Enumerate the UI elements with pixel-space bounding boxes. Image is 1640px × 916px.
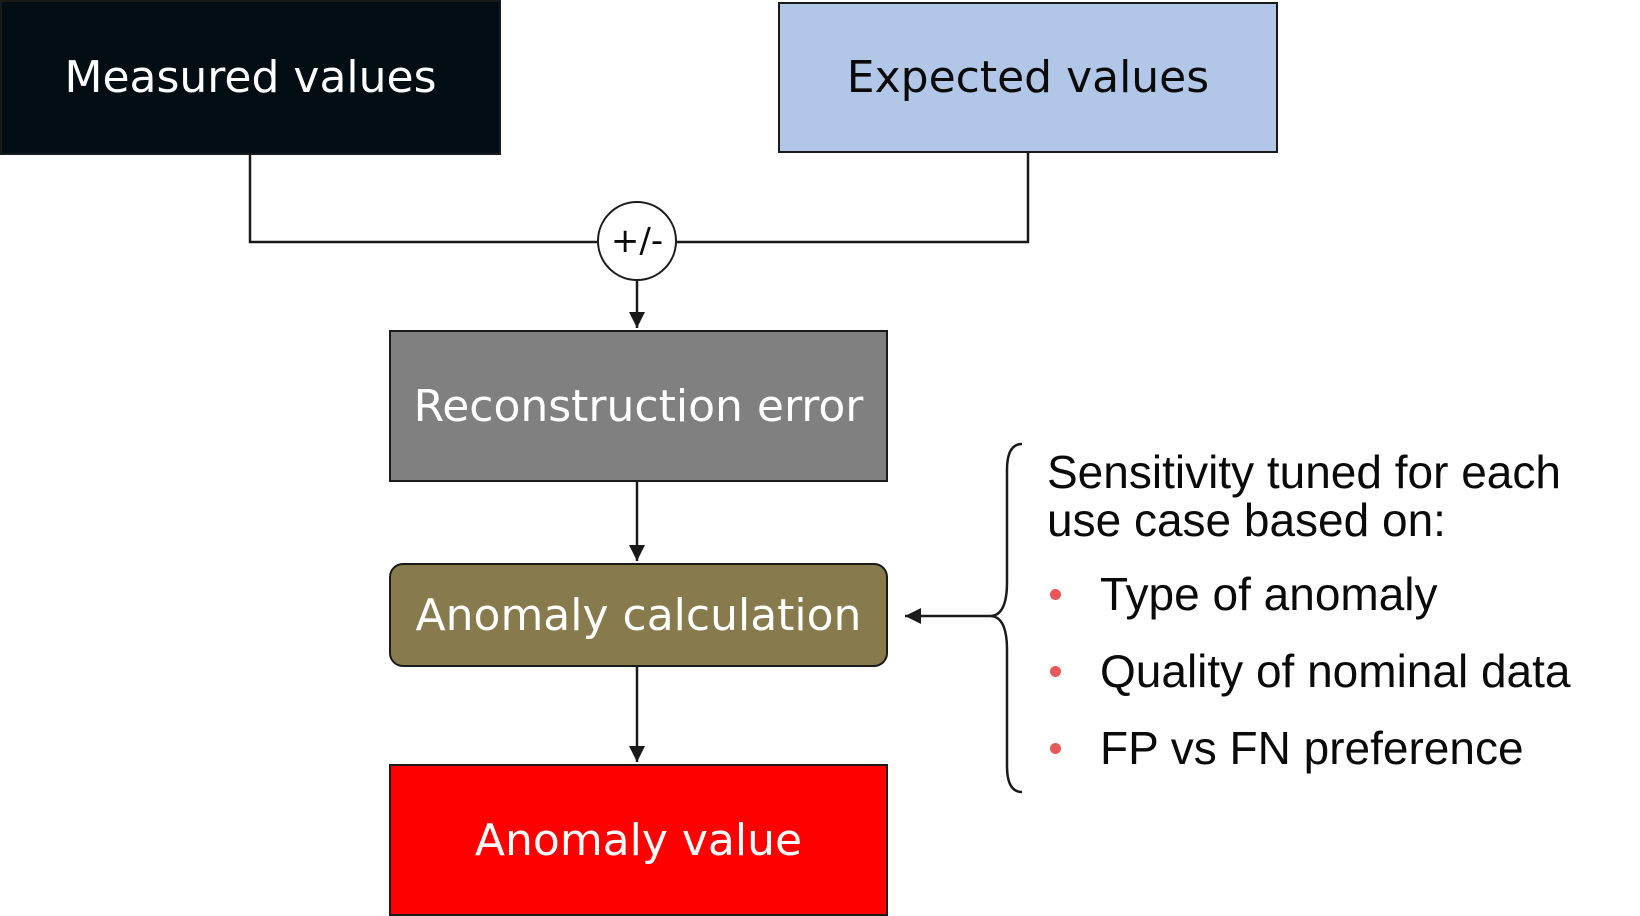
measured-values-label: Measured values [64,52,437,103]
sensitivity-factor-item: FP vs FN preference [1047,710,1637,787]
bullet-dot-icon [1050,666,1061,677]
sensitivity-factor-list: Type of anomaly Quality of nominal data … [1047,556,1637,787]
bullet-dot-icon [1050,743,1061,754]
anomaly-calculation-label: Anomaly calculation [415,589,862,641]
reconstruction-error-label: Reconstruction error [413,380,864,432]
anomaly-value-label: Anomaly value [474,814,803,866]
sensitivity-factor-item: Quality of nominal data [1047,633,1637,710]
sensitivity-factor-item: Type of anomaly [1047,556,1637,633]
sensitivity-factor-label: Type of anomaly [1100,568,1438,620]
sensitivity-factor-label: Quality of nominal data [1100,645,1571,697]
sensitivity-note-heading: Sensitivity tuned for each use case base… [1047,446,1561,546]
expected-values-box: Expected values [778,2,1278,153]
anomaly-value-box: Anomaly value [389,764,888,916]
difference-operator-label: +/- [610,221,664,261]
bullet-dot-icon [1050,589,1061,600]
anomaly-calculation-box: Anomaly calculation [389,563,888,667]
reconstruction-error-box: Reconstruction error [389,330,888,482]
measured-values-box: Measured values [0,0,501,155]
expected-to-sum-connector [677,153,1030,244]
curly-brace [989,442,1023,794]
measured-to-sum-connector [248,155,597,244]
difference-operator-node: +/- [597,201,677,281]
sensitivity-note: Sensitivity tuned for each use case base… [1047,448,1637,787]
sensitivity-factor-label: FP vs FN preference [1100,722,1524,774]
expected-values-label: Expected values [846,52,1210,103]
